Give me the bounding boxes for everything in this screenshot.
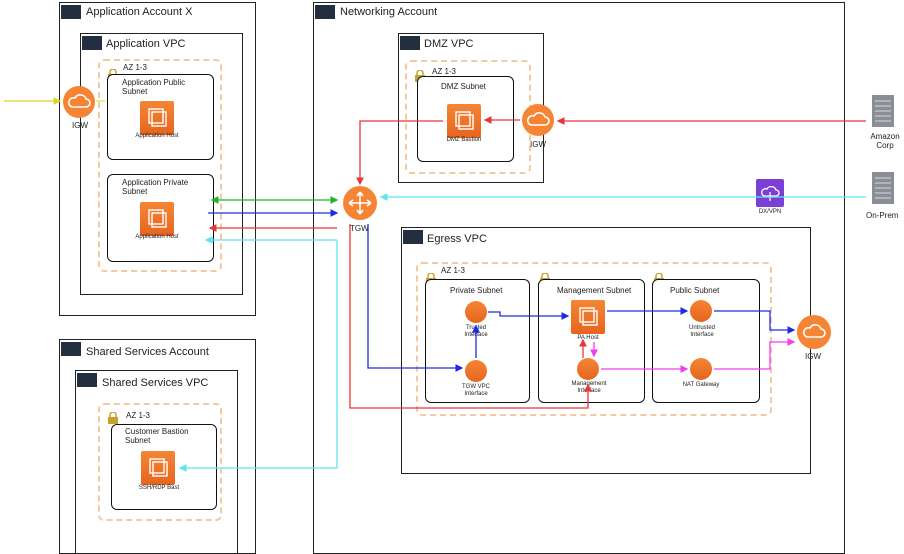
server-icon [872, 95, 894, 127]
customer-bastion-subnet-label: Customer Bastion Subnet [125, 427, 189, 445]
nat-gateway-label: NAT Gateway [682, 382, 720, 388]
shared-az-box [98, 403, 222, 521]
igw-right-icon [797, 315, 831, 349]
shared-services-account-title: Shared Services Account [86, 346, 209, 358]
gateway-icon [690, 358, 712, 380]
untrusted-interface-icon [690, 300, 712, 322]
shared-host-label: SSH/RDP Bast [138, 485, 180, 491]
cloud-icon [315, 5, 335, 19]
private-subnet [425, 279, 530, 403]
router-icon [343, 186, 377, 220]
tgw-label: TGW [350, 224, 369, 233]
dmz-az-label: AZ 1-3 [432, 67, 457, 76]
egress-az-label: AZ 1-3 [441, 266, 466, 275]
networking-account-title: Networking Account [340, 6, 438, 18]
trusted-interface-icon [465, 301, 487, 323]
application-private-subnet-label: Application Private Subnet [122, 178, 189, 196]
host-icon [140, 101, 174, 135]
application-account-box [59, 2, 256, 316]
egress-az-box [416, 262, 772, 416]
igw-dmz-icon [522, 104, 554, 136]
cloud-icon [61, 5, 81, 19]
private-subnet-label: Private Subnet [450, 286, 503, 295]
egress-vpc-title: Egress VPC [427, 233, 487, 245]
dmz-vpc-title: DMZ VPC [424, 38, 474, 50]
shared-services-vpc-title: Shared Services VPC [102, 377, 209, 389]
on-prem-label: On-Prem [866, 211, 899, 220]
management-subnet-label: Management Subnet [557, 286, 632, 295]
cloud-icon [400, 36, 420, 50]
cloud-icon [403, 230, 423, 244]
application-account-title: Application Account X [86, 6, 193, 18]
igw-right-label: IGW [805, 352, 821, 361]
dxvpn-label: DX/VPN [758, 209, 782, 215]
dmz-host-label: DMZ Bastion [446, 137, 482, 143]
untrusted-interface-label: Untrusted Interface [688, 325, 715, 338]
tgw-vpc-interface-icon [465, 360, 487, 382]
host-icon [141, 451, 175, 485]
application-vpc-title: Application VPC [106, 38, 186, 50]
lock-icon [107, 411, 119, 424]
application-vpc-box [80, 33, 243, 295]
public-subnet [652, 279, 760, 403]
dxvpn-icon [756, 179, 784, 207]
server-icon [872, 172, 894, 204]
application-public-subnet-label: Application Public Subnet [122, 78, 186, 96]
egress-vpc-box [401, 227, 811, 474]
cloud-icon [82, 36, 102, 50]
application-az-label: AZ 1-3 [123, 63, 148, 72]
management-interface-icon [577, 358, 599, 380]
public-subnet-label: Public Subnet [670, 286, 720, 295]
pa-host-label: PA Host [577, 335, 599, 341]
cloud-icon [77, 373, 97, 387]
application-az-box [98, 59, 222, 272]
tgw-vpc-interface-label: TGW VPC Interface [462, 384, 490, 397]
application-public-host-label: Application Host [135, 133, 179, 139]
igw-left-icon [63, 86, 95, 118]
host-icon [447, 104, 481, 138]
igw-dmz-label: IGW [530, 140, 546, 149]
cloud-icon [61, 342, 81, 356]
igw-left-label: IGW [72, 121, 88, 130]
application-private-host-label: Application Host [135, 234, 179, 240]
shared-az-label: AZ 1-3 [126, 411, 151, 420]
amazon-corp-label: Amazon Corp [870, 132, 900, 150]
management-subnet [538, 279, 645, 403]
dmz-subnet-label: DMZ Subnet [441, 82, 486, 91]
host-icon [571, 300, 605, 334]
host-icon [140, 202, 174, 236]
